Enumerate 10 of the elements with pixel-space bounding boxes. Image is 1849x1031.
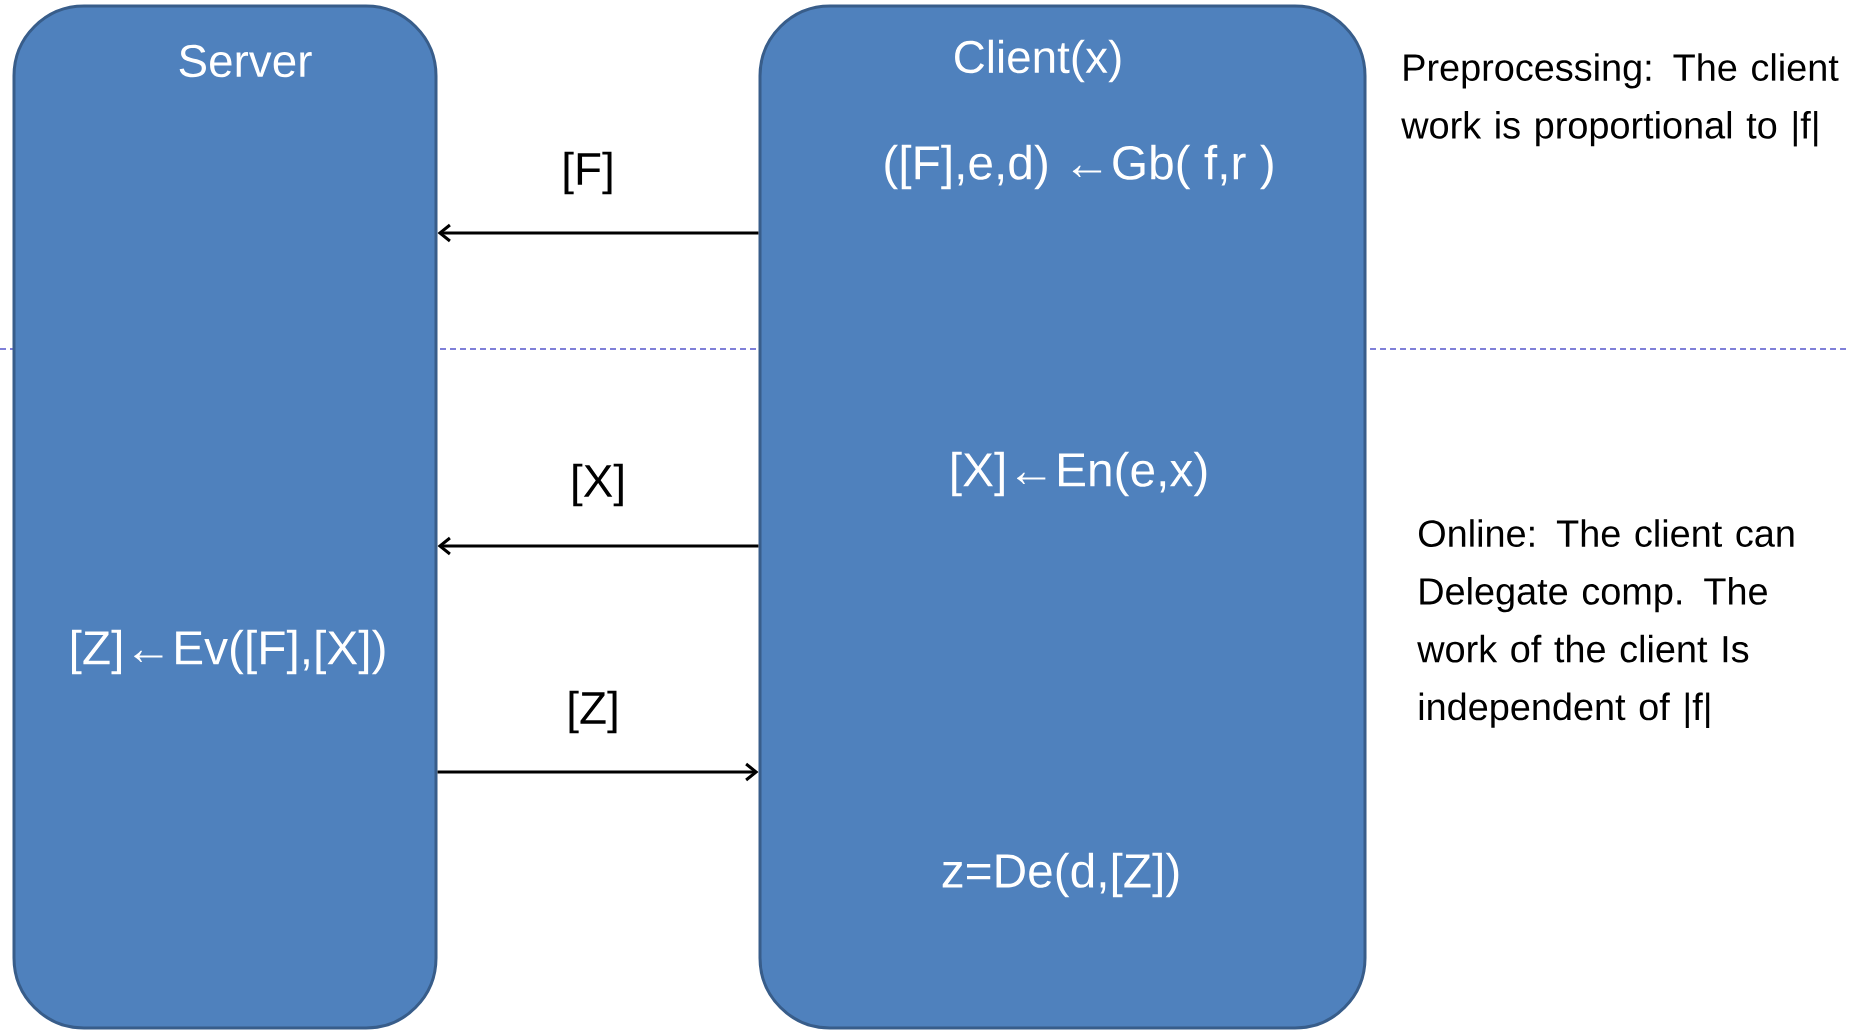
note-text: Online: The client can Delegate comp. The work of the client Is independent of |f| <box>1417 519 1794 728</box>
edge-label: [F] <box>559 149 617 197</box>
edge-label: [Z] <box>564 688 622 736</box>
arrow <box>437 762 759 782</box>
edge-label: [X] <box>568 461 628 509</box>
rounded-box: Client(x) ([F],e,d) ←Gb( f,r ) [X]←En(e,x) z=De(d,[Z]) <box>758 4 1367 1030</box>
rounded-box: Server [Z]←Ev([F],[X]) <box>12 4 438 1030</box>
note-text: Preprocessing: The client work is proportional to |f| <box>1401 53 1839 147</box>
arrow <box>437 536 759 556</box>
arrow <box>437 223 759 243</box>
